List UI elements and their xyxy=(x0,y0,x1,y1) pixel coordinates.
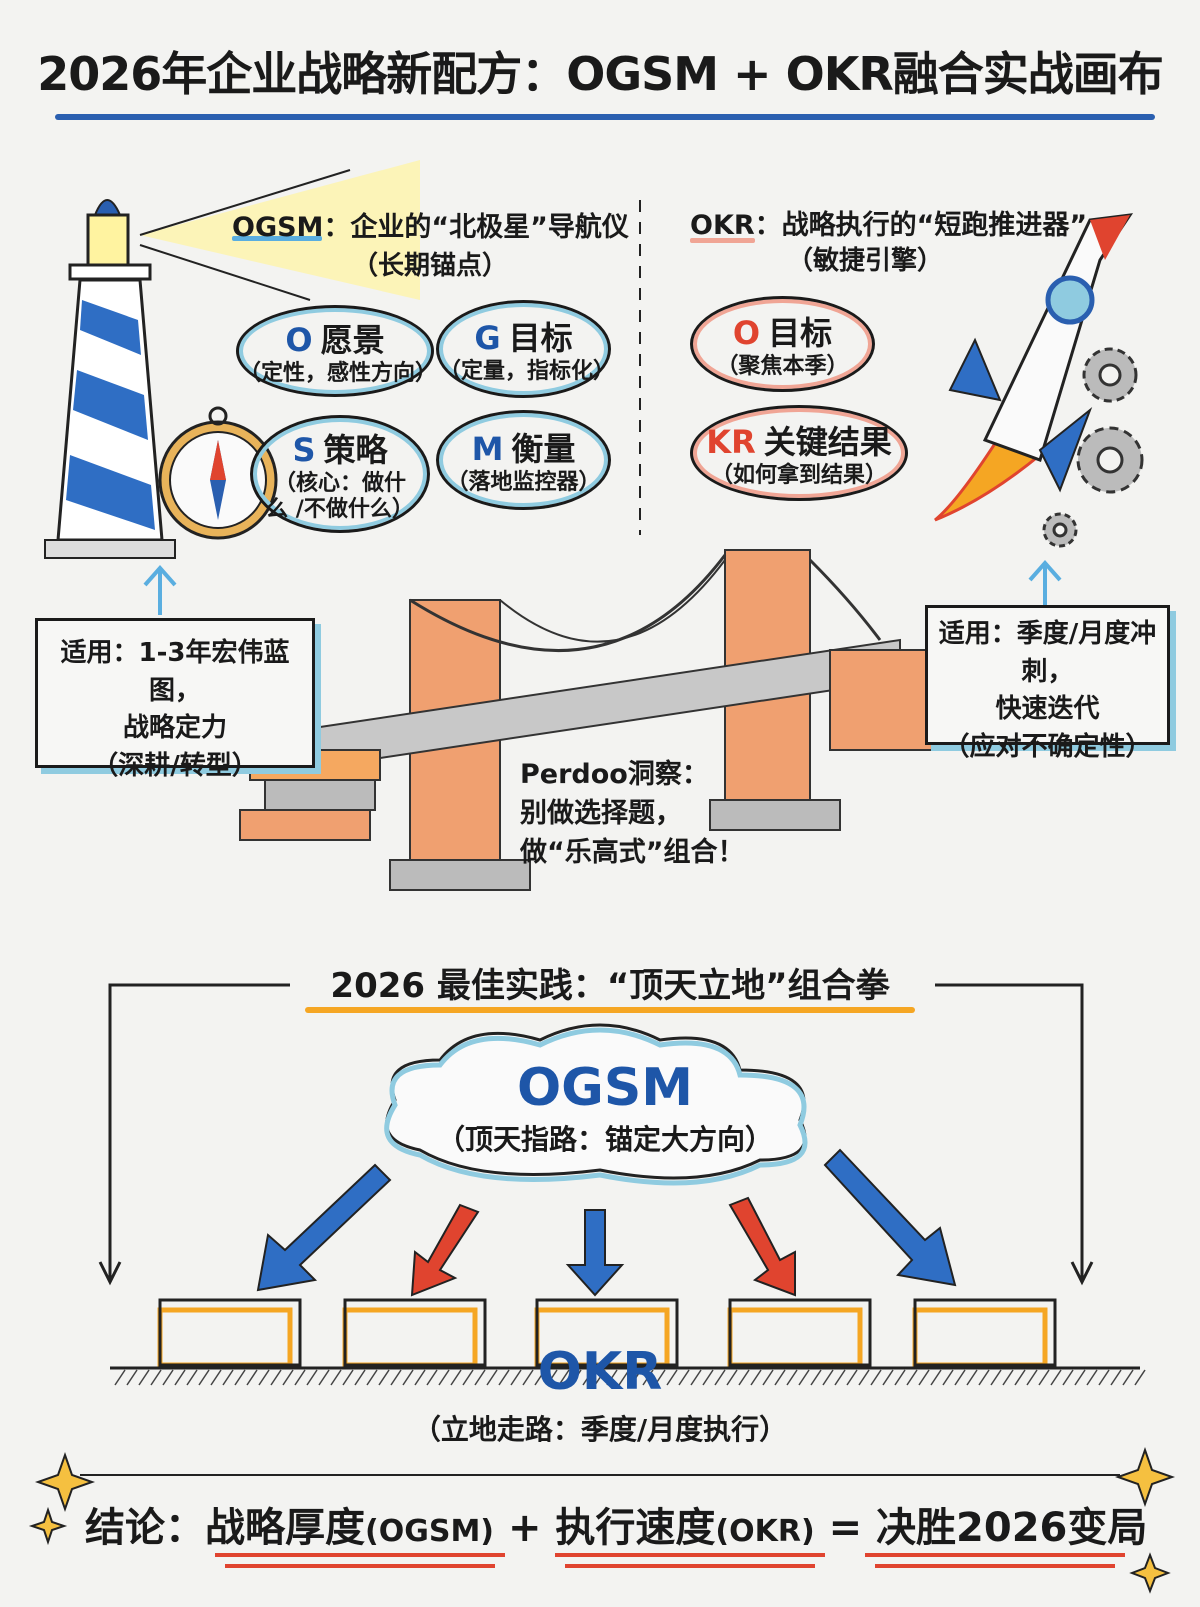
practice-underline xyxy=(305,1007,915,1013)
cloud-ogsm-label: OGSM xyxy=(516,1058,694,1118)
ogsm-applies-box: 适用：1-3年宏伟蓝图，战略定力（深耕/转型） xyxy=(35,618,315,781)
compass-icon xyxy=(158,406,278,540)
lighthouse-icon xyxy=(44,160,420,559)
sparkle-icon xyxy=(28,1446,1176,1594)
lego-bridge-icon xyxy=(239,549,941,891)
ground-hatching xyxy=(114,1369,1146,1386)
conclusion-underlines xyxy=(215,1553,1125,1568)
top-bracket-line xyxy=(98,983,1094,1286)
okr-ground-desc: （立地走路：季度/月度执行） xyxy=(412,1413,788,1446)
ogsm-heading: OGSM：企业的“北极星”导航仪 xyxy=(232,212,629,243)
practice-heading: 2026 最佳实践：“顶天立地”组合拳 xyxy=(330,966,890,1006)
page-title: 2026年企业战略新配方：OGSM + OKR融合实战画布 xyxy=(37,47,1164,101)
conclusion: 结论：战略厚度(OGSM) + 执行速度(OKR) = 决胜2026变局 xyxy=(85,1505,1148,1551)
okr-blocks xyxy=(157,1298,1057,1368)
cloud-ogsm-desc: （顶天指路：锚定大方向） xyxy=(436,1123,773,1156)
okr-heading: OKR：战略执行的“短跑推进器” xyxy=(690,210,1088,241)
okr-subtitle: （敏捷引擎） xyxy=(786,246,943,276)
perdoo-insight: Perdoo洞察：别做选择题，做“乐高式”组合！ xyxy=(520,759,745,869)
ogsm-underline xyxy=(232,236,322,241)
okr-underline xyxy=(690,238,755,243)
arrow-up-icon xyxy=(143,559,1062,615)
okr-applies-box: 适用：季度/月度冲刺，快速迭代（应对不确定性） xyxy=(925,605,1170,762)
rocket-icon xyxy=(934,213,1134,522)
down-arrows-icon xyxy=(256,1148,957,1297)
gear-icon xyxy=(1042,347,1144,548)
ogsm-subtitle: （长期锚点） xyxy=(351,251,508,281)
title-underline xyxy=(55,114,1155,120)
cloud-icon xyxy=(384,1023,808,1186)
okr-ground-label: OKR xyxy=(537,1342,663,1402)
